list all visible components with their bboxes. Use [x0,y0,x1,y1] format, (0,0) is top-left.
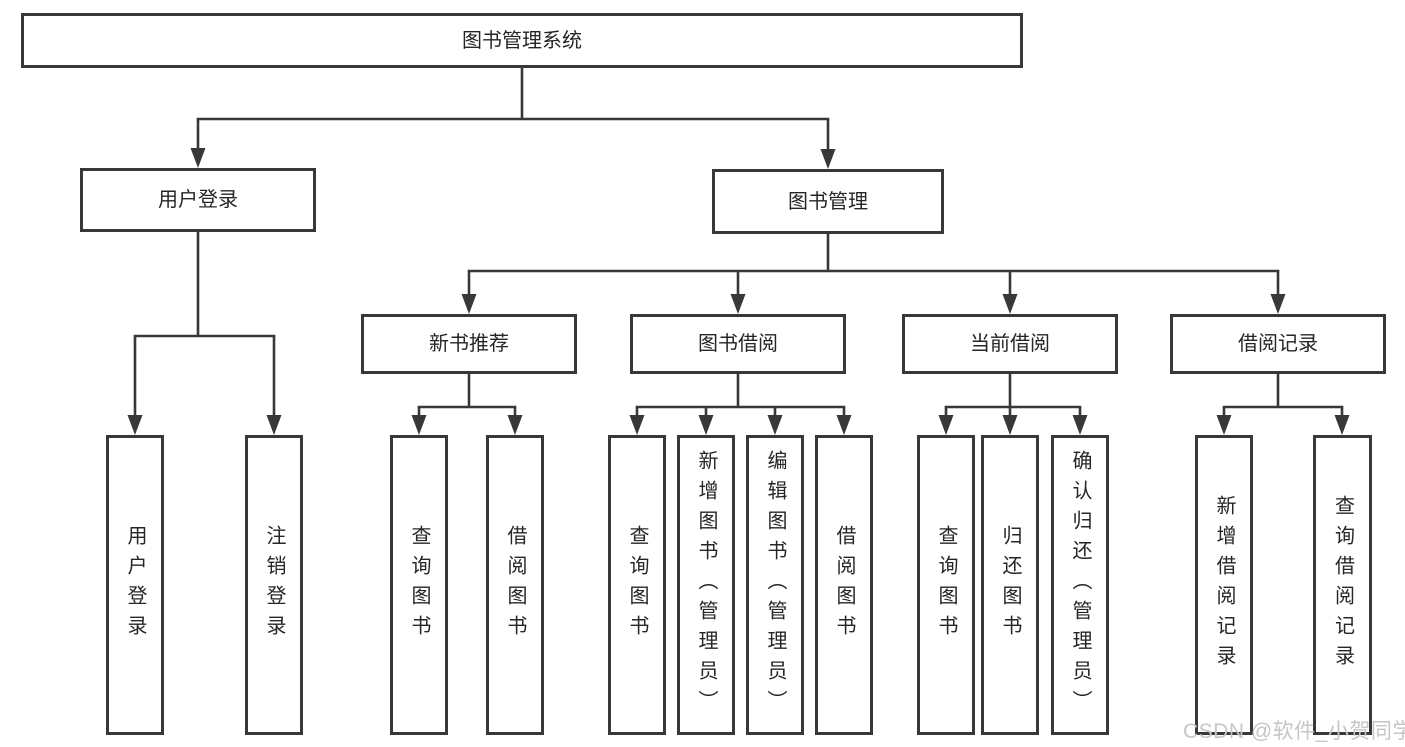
node-label: 编辑图书（管理员） [764,450,786,720]
arrow-down-icon [938,415,954,435]
node-book-borrowing: 图书借阅 [630,314,846,374]
arrow-down-icon [127,415,143,435]
arrow-down-icon [767,415,783,435]
arrow-down-icon [698,415,714,435]
node-current-borrowing: 当前借阅 [902,314,1118,374]
node-label: 查询图书 [626,525,648,645]
leaf-current-query-books: 查询图书 [917,435,975,735]
arrowheads [127,119,1350,435]
arrow-down-icon [629,415,645,435]
node-label: 当前借阅 [970,333,1050,355]
node-label: 借阅图书 [833,525,855,645]
node-label: 新书推荐 [429,333,509,355]
node-label: 查询图书 [935,525,957,645]
leaf-current-confirm-return-admin: 确认归还（管理员） [1051,435,1109,735]
arrow-down-icon [507,415,523,435]
node-label: 图书借阅 [698,333,778,355]
arrow-down-icon [411,415,427,435]
leaf-records-add-record: 新增借阅记录 [1195,435,1253,735]
node-label: 用户登录 [158,189,238,211]
node-label: 图书管理系统 [462,29,582,52]
leaf-borrowing-edit-books-admin: 编辑图书（管理员） [746,435,804,735]
node-label: 注销登录 [263,525,285,645]
arrow-down-icon [836,415,852,435]
node-label: 图书管理 [788,190,868,213]
node-label: 查询图书 [408,525,430,645]
leaf-borrowing-add-books-admin: 新增图书（管理员） [677,435,735,735]
leaf-recommend-query-books: 查询图书 [390,435,448,735]
arrow-down-icon [461,294,477,314]
arrow-down-icon [1002,415,1018,435]
node-new-book-recommend: 新书推荐 [361,314,577,374]
node-label: 归还图书 [999,525,1021,645]
node-label: 用户登录 [124,525,146,645]
leaf-user-login: 用户登录 [106,435,164,735]
arrow-down-icon [1216,415,1232,435]
arrow-down-icon [1072,415,1088,435]
node-label: 新增借阅记录 [1213,495,1235,675]
leaf-logout: 注销登录 [245,435,303,735]
leaf-current-return-books: 归还图书 [981,435,1039,735]
node-borrowing-records: 借阅记录 [1170,314,1386,374]
arrow-down-icon [1334,415,1350,435]
node-user-login: 用户登录 [80,168,316,232]
node-label: 查询借阅记录 [1331,495,1354,675]
arrow-down-icon [1002,294,1018,314]
arrow-down-icon [190,148,206,168]
leaf-recommend-borrow-books: 借阅图书 [486,435,544,735]
node-book-management: 图书管理 [712,169,944,234]
node-label: 新增图书（管理员） [695,450,717,720]
leaf-borrowing-query-books: 查询图书 [608,435,666,735]
arrow-down-icon [266,415,282,435]
csdn-watermark: CSDN @软件_小贺同学 [1183,720,1405,743]
node-root: 图书管理系统 [21,13,1023,68]
arrow-down-icon [730,294,746,314]
leaf-borrowing-borrow-books: 借阅图书 [815,435,873,735]
leaf-records-query-record: 查询借阅记录 [1313,435,1372,735]
arrow-down-icon [820,149,836,169]
node-label: 借阅图书 [504,525,526,645]
arrow-down-icon [1270,294,1286,314]
node-label: 确认归还（管理员） [1069,450,1091,720]
node-label: 借阅记录 [1238,333,1318,355]
connector-spines [133,66,1344,409]
